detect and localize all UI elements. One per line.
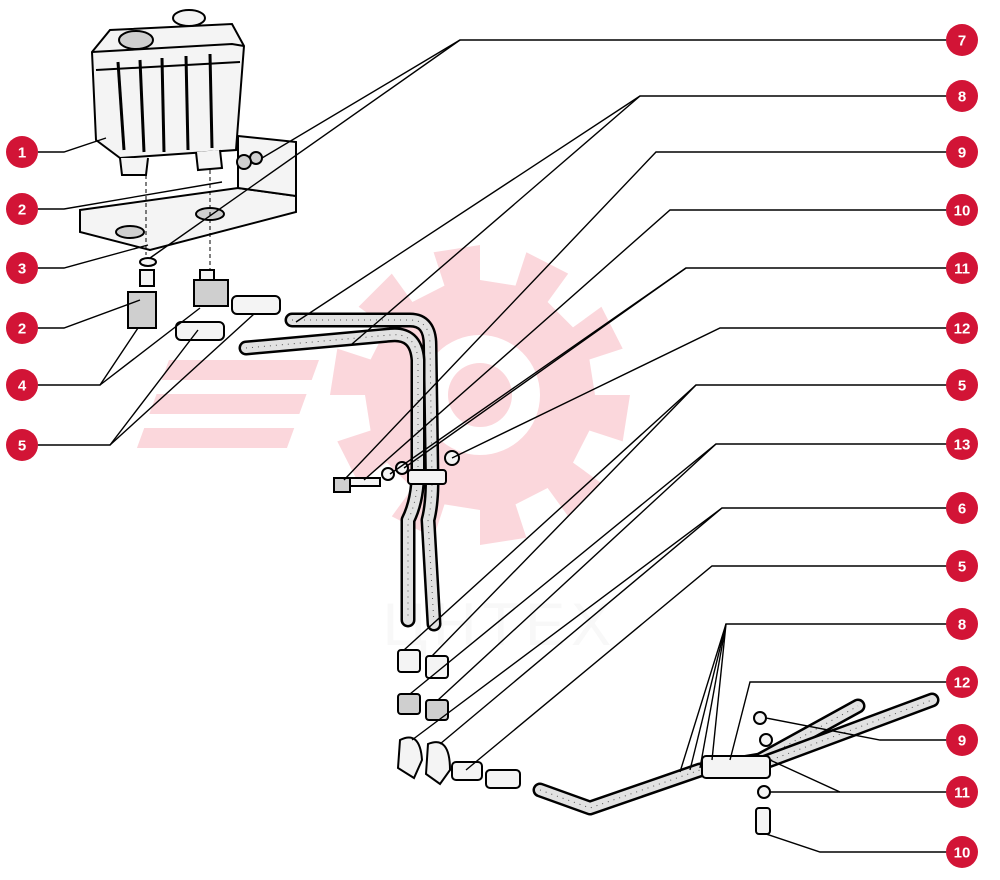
callout-circle xyxy=(946,428,978,460)
callout-label: 9 xyxy=(958,145,966,162)
callout-circle xyxy=(6,369,38,401)
callout-label: 5 xyxy=(18,438,26,455)
callout-11: 11 xyxy=(946,776,978,808)
speed-stripe xyxy=(161,360,319,380)
callout-label: 1 xyxy=(18,145,26,162)
callout-2: 2 xyxy=(6,193,38,225)
callout-label: 2 xyxy=(18,321,26,338)
callout-label: 8 xyxy=(958,617,966,634)
callout-12: 12 xyxy=(946,312,978,344)
callout-circle xyxy=(946,776,978,808)
callout-circle xyxy=(6,429,38,461)
callout-circle xyxy=(946,492,978,524)
callout-label: 9 xyxy=(958,733,966,750)
callout-circle xyxy=(946,194,978,226)
callout-circle xyxy=(6,136,38,168)
callout-8: 8 xyxy=(946,608,978,640)
gear-core xyxy=(448,363,512,427)
callout-label: 8 xyxy=(958,89,966,106)
reservoir-tank xyxy=(90,9,246,176)
callout-7: 7 xyxy=(946,24,978,56)
lower-fittings xyxy=(396,649,521,789)
callout-5: 5 xyxy=(6,429,38,461)
callout-label: 13 xyxy=(954,437,971,454)
callout-label: 5 xyxy=(958,559,966,576)
callout-label: 11 xyxy=(954,785,970,802)
callout-10: 10 xyxy=(946,836,978,868)
callout-circle xyxy=(946,312,978,344)
callout-circle xyxy=(946,136,978,168)
callout-label: 10 xyxy=(954,203,971,220)
callout-circle xyxy=(946,836,978,868)
callout-3: 3 xyxy=(6,252,38,284)
callout-circle xyxy=(946,666,978,698)
callout-circle xyxy=(946,252,978,284)
callout-4: 4 xyxy=(6,369,38,401)
callout-10: 10 xyxy=(946,194,978,226)
mounting-bracket xyxy=(79,134,297,275)
callout-circle xyxy=(946,369,978,401)
callout-circle xyxy=(946,724,978,756)
callout-label: 2 xyxy=(18,202,26,219)
speed-stripe xyxy=(136,428,295,448)
callout-circle xyxy=(946,24,978,56)
watermark-text: ЦНТЕХ xyxy=(383,591,617,658)
callout-circle xyxy=(6,312,38,344)
callout-5: 5 xyxy=(946,369,978,401)
callout-label: 12 xyxy=(954,675,971,692)
callout-5: 5 xyxy=(946,550,978,582)
callout-6: 6 xyxy=(946,492,978,524)
gear-hole xyxy=(420,335,540,455)
callout-11: 11 xyxy=(946,252,978,284)
callout-label: 6 xyxy=(958,501,966,518)
speed-stripe xyxy=(149,394,307,414)
callout-circle xyxy=(6,252,38,284)
callout-label: 12 xyxy=(954,321,971,338)
callout-9: 9 xyxy=(946,136,978,168)
middle-clamp xyxy=(333,450,460,493)
callout-13: 13 xyxy=(946,428,978,460)
upper-fittings xyxy=(127,257,281,341)
callout-8: 8 xyxy=(946,80,978,112)
callout-circle xyxy=(946,80,978,112)
callout-circle xyxy=(946,550,978,582)
callout-2: 2 xyxy=(6,312,38,344)
callout-label: 11 xyxy=(954,261,970,278)
callout-12: 12 xyxy=(946,666,978,698)
callout-label: 10 xyxy=(954,845,971,862)
callout-circle xyxy=(6,193,38,225)
leader-lines xyxy=(38,39,962,853)
callout-label: 3 xyxy=(18,261,26,278)
lower-clamp xyxy=(701,711,773,835)
callout-circle xyxy=(946,608,978,640)
callout-label: 7 xyxy=(958,33,966,50)
callout-1: 1 xyxy=(6,136,38,168)
hose-lines xyxy=(238,312,940,816)
callout-label: 5 xyxy=(958,378,966,395)
callout-label: 4 xyxy=(18,378,27,395)
callout-9: 9 xyxy=(946,724,978,756)
